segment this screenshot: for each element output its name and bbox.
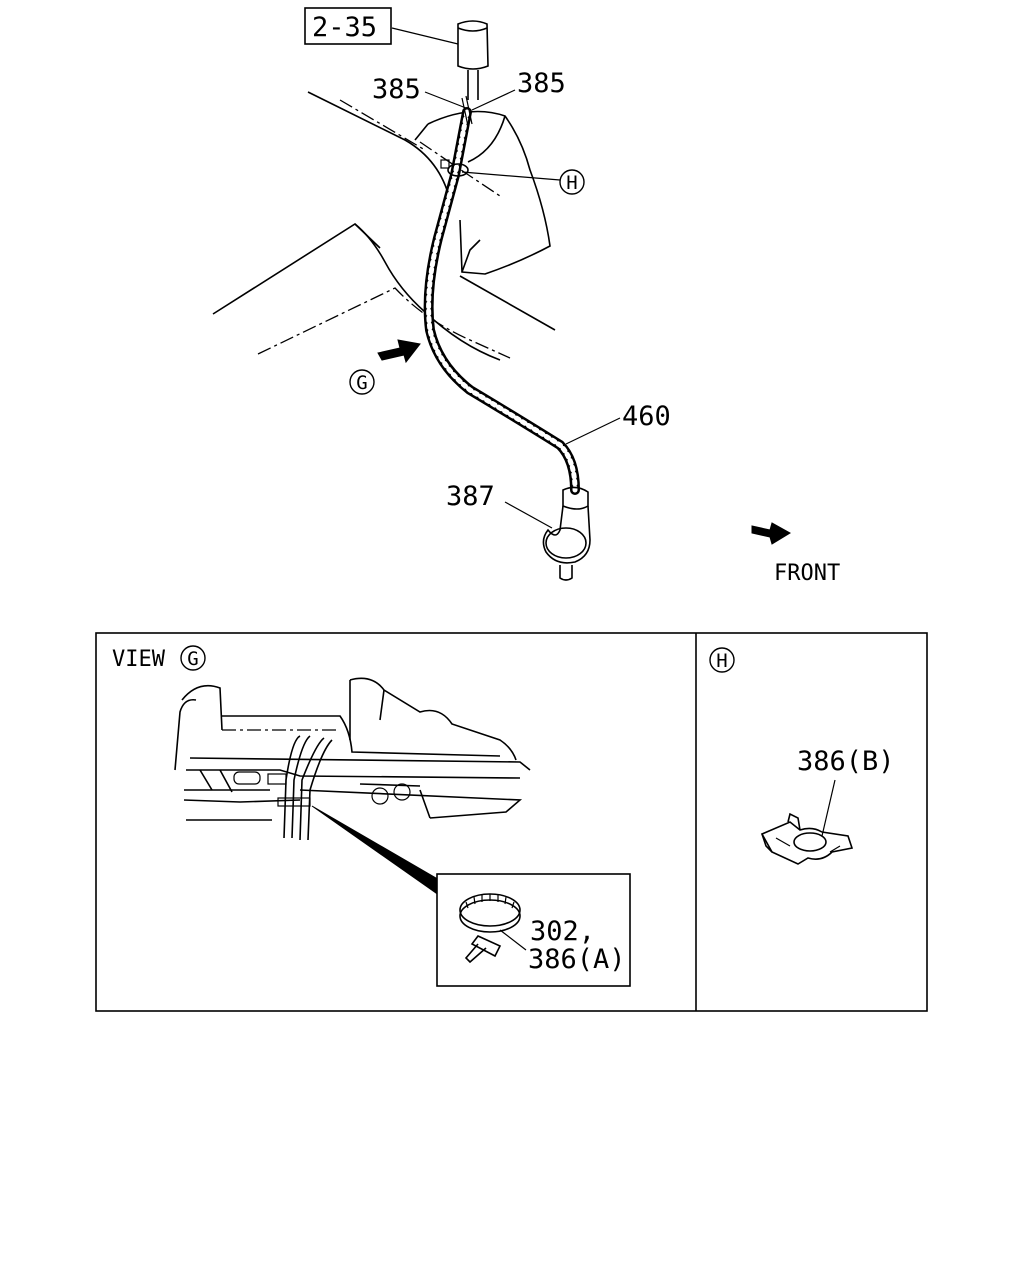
detail-h-panel-marker-text: H [716, 650, 727, 672]
detail-h-marker-text: H [566, 172, 577, 194]
vehicle-body-outline [212, 91, 556, 361]
detail-h-panel: H 386(B) [709, 647, 895, 865]
detail-frame [95, 632, 928, 1012]
label-460: 460 [622, 401, 671, 432]
cable-tie-inset: 302, 386(A) [436, 873, 631, 987]
view-g-panel-marker: G [180, 645, 206, 671]
detail-h-panel-marker: H [709, 647, 735, 673]
view-g-marker-text: G [356, 372, 367, 394]
clip-386b-mounted [440, 159, 469, 177]
ref-box-label: 2-35 [312, 12, 377, 43]
ref-box-2-35[interactable]: 2-35 [304, 7, 392, 45]
label-386b: 386(B) [797, 746, 895, 777]
view-g-arrow [377, 339, 421, 364]
grommet-387 [542, 486, 591, 581]
label-385-right: 385 [517, 68, 566, 99]
view-g-panel-marker-text: G [187, 648, 198, 670]
label-387: 387 [446, 481, 495, 512]
label-386a: 386(A) [528, 944, 626, 975]
front-label: FRONT [774, 561, 840, 586]
leader-lines [391, 27, 621, 529]
cable-460 [423, 95, 580, 495]
detail-h-marker: H [559, 169, 585, 195]
label-302: 302, [530, 916, 595, 947]
front-arrow-icon [751, 522, 791, 545]
inset-pointer [311, 805, 437, 894]
view-g-panel: VIEW G [112, 645, 631, 987]
view-label: VIEW [112, 647, 166, 672]
leader-386b [821, 779, 836, 837]
main-illustration: 2-35 385 385 H G 460 387 FRONT [212, 7, 840, 586]
clip-386b-icon [760, 812, 854, 865]
view-g-marker: G [349, 369, 375, 395]
cable-tie-icon [459, 893, 521, 964]
label-385-left: 385 [372, 74, 421, 105]
underbody-illustration [174, 677, 531, 841]
shift-knob [457, 20, 489, 100]
